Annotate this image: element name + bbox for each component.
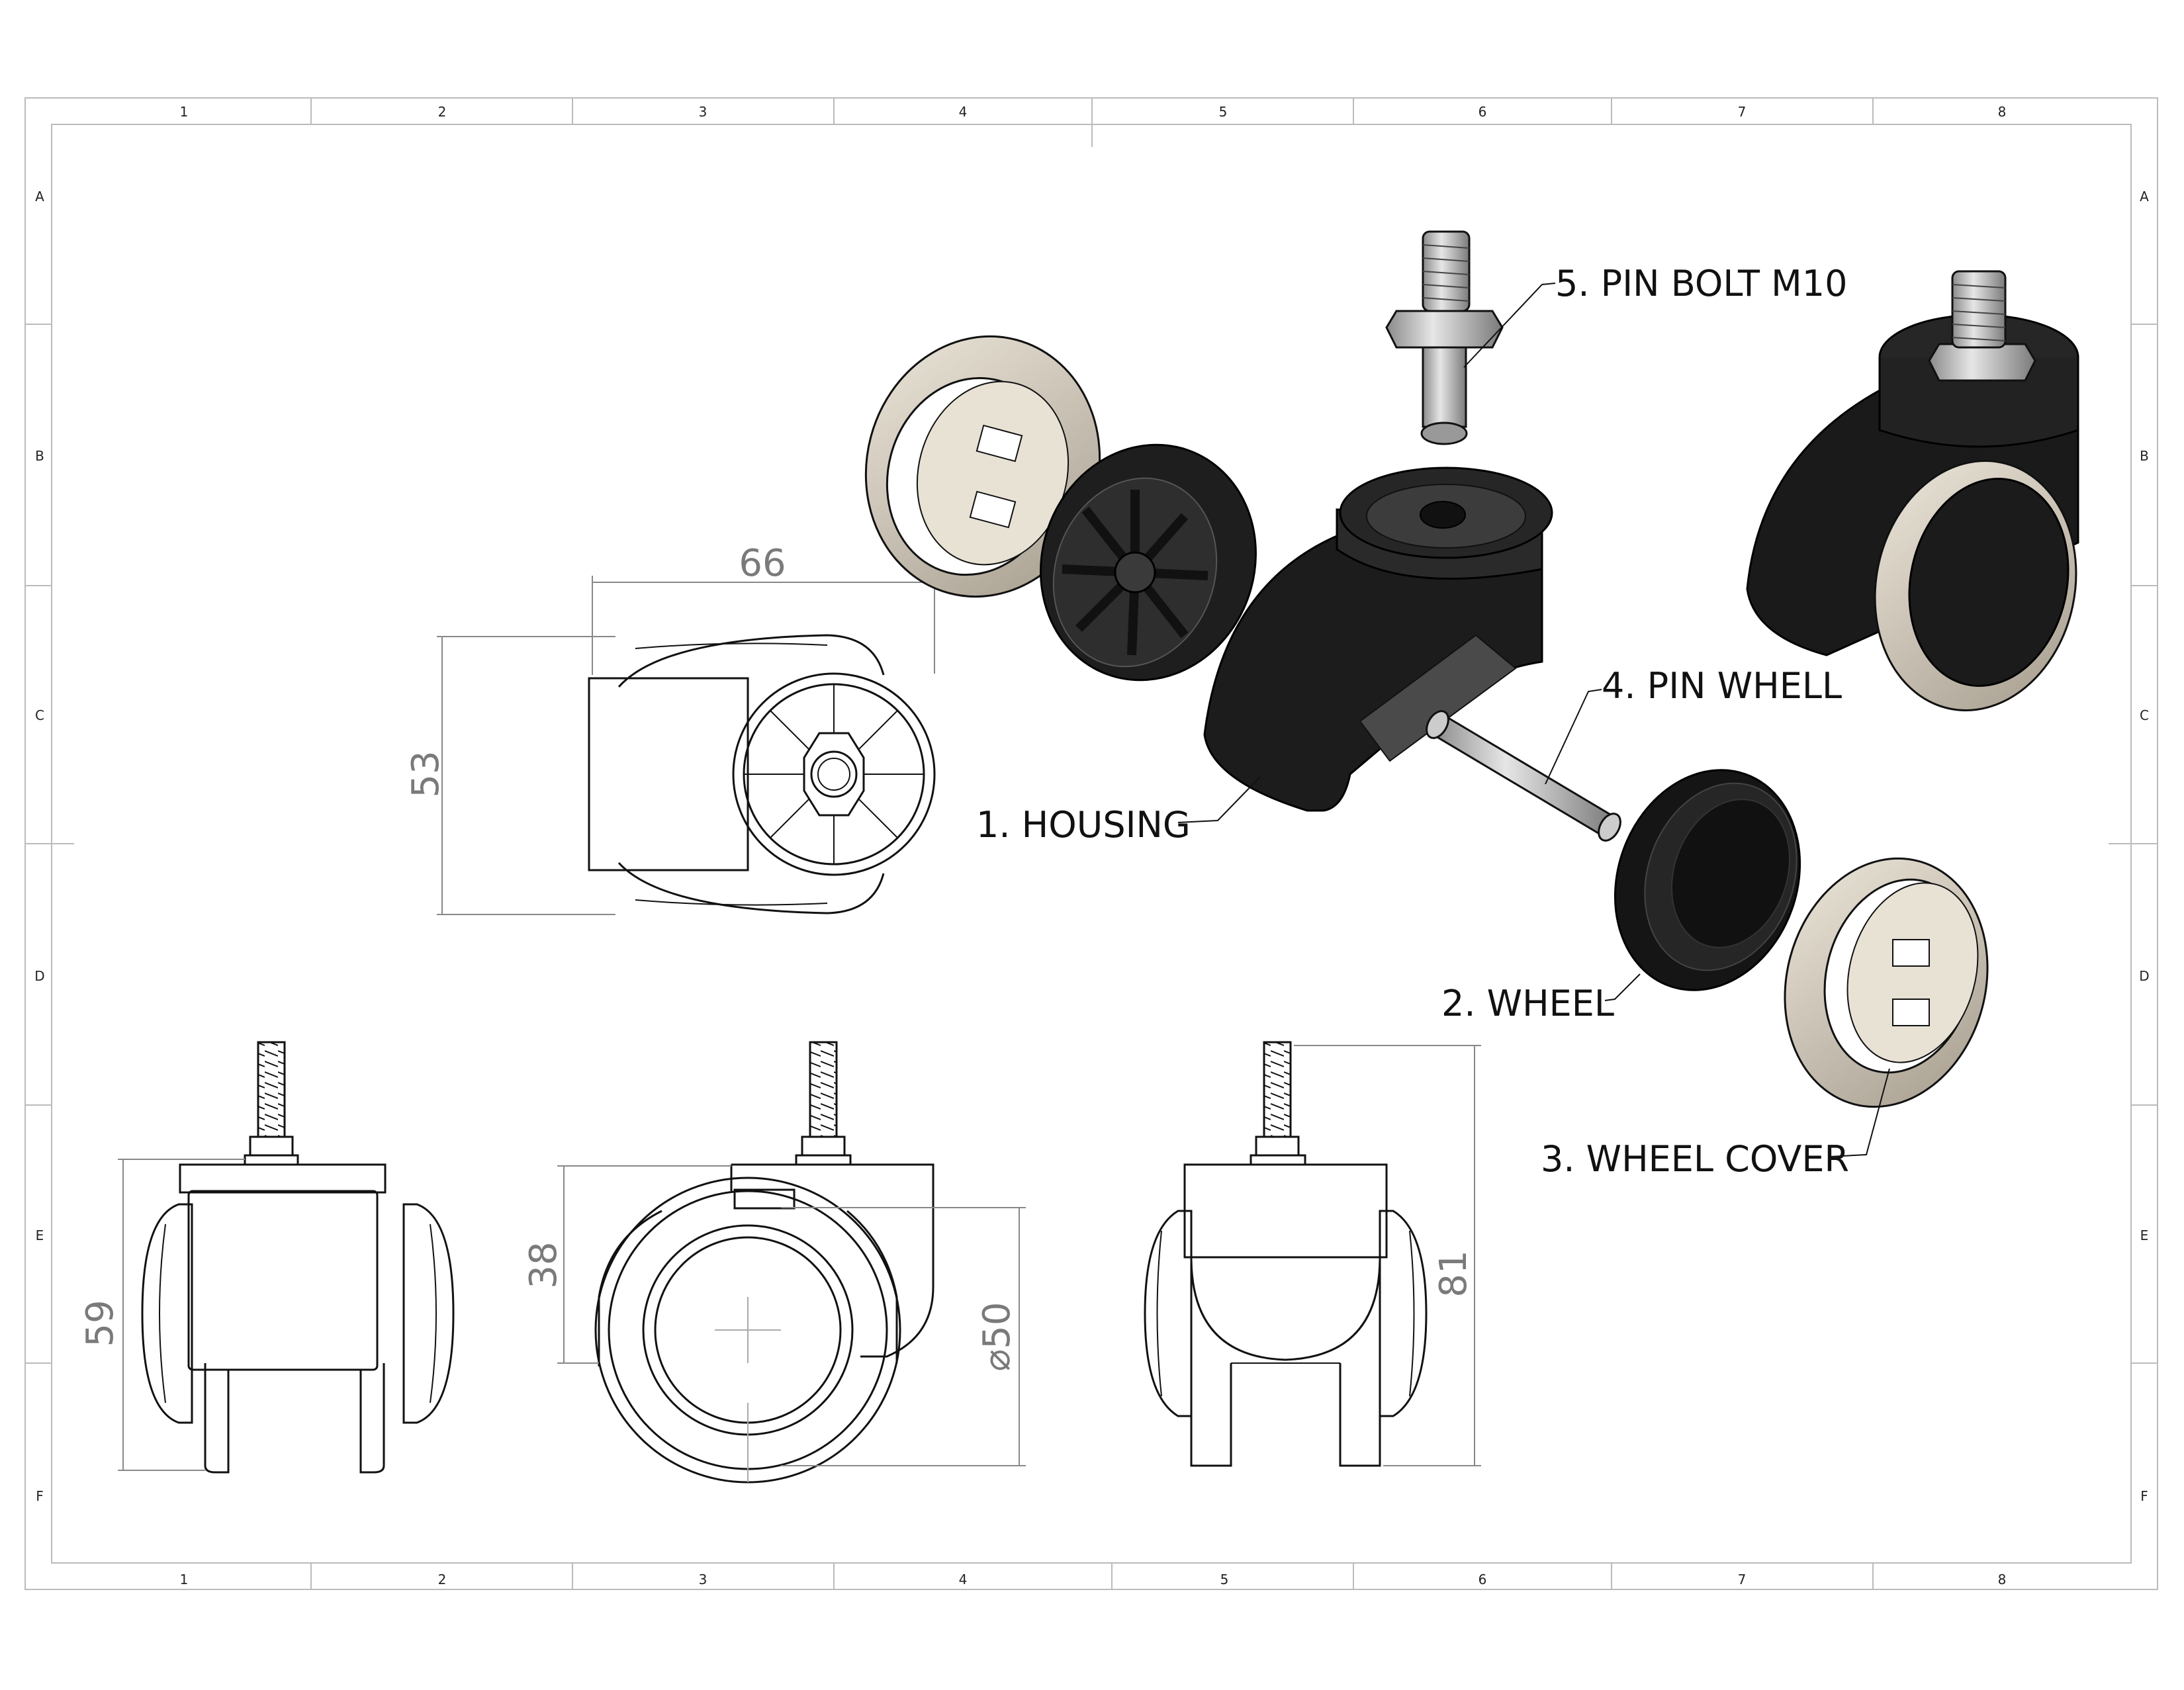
zone-col-bottom: 4 [959,1572,968,1587]
zone-row-right: B [2140,448,2149,464]
callout-housing: 1. HOUSING [976,804,1191,846]
top-view: 66 53 [404,542,936,915]
zone-col-top: 8 [1998,104,2007,120]
dim-side-diameter: ⌀50 [976,1302,1019,1372]
zone-row-right: F [2140,1488,2148,1504]
zone-row-left: F [36,1488,44,1504]
zone-row-left: E [36,1227,44,1243]
zone-row-right: E [2140,1227,2149,1243]
zone-row-left: B [35,448,44,464]
drawing-border: 1 2 3 4 5 6 7 8 1 2 3 4 5 6 7 8 A B C D … [24,97,2158,1590]
zone-row-left: A [35,189,44,204]
zone-col-top: 7 [1738,104,1747,120]
housing-part [1203,467,1553,812]
zone-col-bottom: 2 [438,1572,447,1587]
dim-top-width: 66 [739,542,786,585]
zone-col-top: 2 [438,104,447,120]
zone-col-bottom: 6 [1479,1572,1487,1587]
zone-row-right: C [2140,707,2149,723]
wheel-hub-part [1040,443,1257,682]
wheel-cover-right-part [1784,857,1989,1108]
zone-col-top: 4 [959,104,968,120]
zone-col-top: 3 [699,104,707,120]
callout-wheel-cover: 3. WHEEL COVER [1541,1138,1849,1180]
zone-col-bottom: 1 [180,1572,189,1587]
zone-col-bottom: 7 [1738,1572,1747,1587]
callout-pin-bolt: 5. PIN BOLT M10 [1555,263,1847,304]
front-view: 59 [79,1041,455,1474]
zone-row-right: A [2140,189,2149,204]
dim-rear-height: 81 [1432,1250,1475,1297]
wheel-cover-left-part [864,335,1101,598]
wheel-part [1614,769,1801,991]
rear-view: 81 [1144,1041,1481,1467]
callout-pin-whell: 4. PIN WHELL [1602,665,1842,707]
zone-row-right: D [2139,968,2149,984]
zone-row-left: C [35,707,44,723]
side-view: 38 ⌀50 [522,1041,1026,1484]
dim-front-height: 59 [79,1300,122,1347]
zone-col-bottom: 5 [1220,1572,1229,1587]
dim-side-height: 38 [522,1241,565,1288]
callout-wheel: 2. WHEEL [1441,983,1614,1024]
zone-col-bottom: 3 [699,1572,707,1587]
pin-wheel-part [1426,710,1621,842]
exploded-view [864,230,2079,1108]
dim-top-height: 53 [404,750,447,797]
zone-col-bottom: 8 [1998,1572,2007,1587]
assembled-caster [1746,270,2079,711]
zone-col-top: 5 [1219,104,1228,120]
zone-row-left: D [34,968,44,984]
pin-bolt-part [1385,230,1504,445]
callouts: 5. PIN BOLT M10 4. PIN WHELL 1. HOUSING … [976,263,1890,1180]
zone-col-top: 1 [180,104,189,120]
zone-col-top: 6 [1479,104,1487,120]
